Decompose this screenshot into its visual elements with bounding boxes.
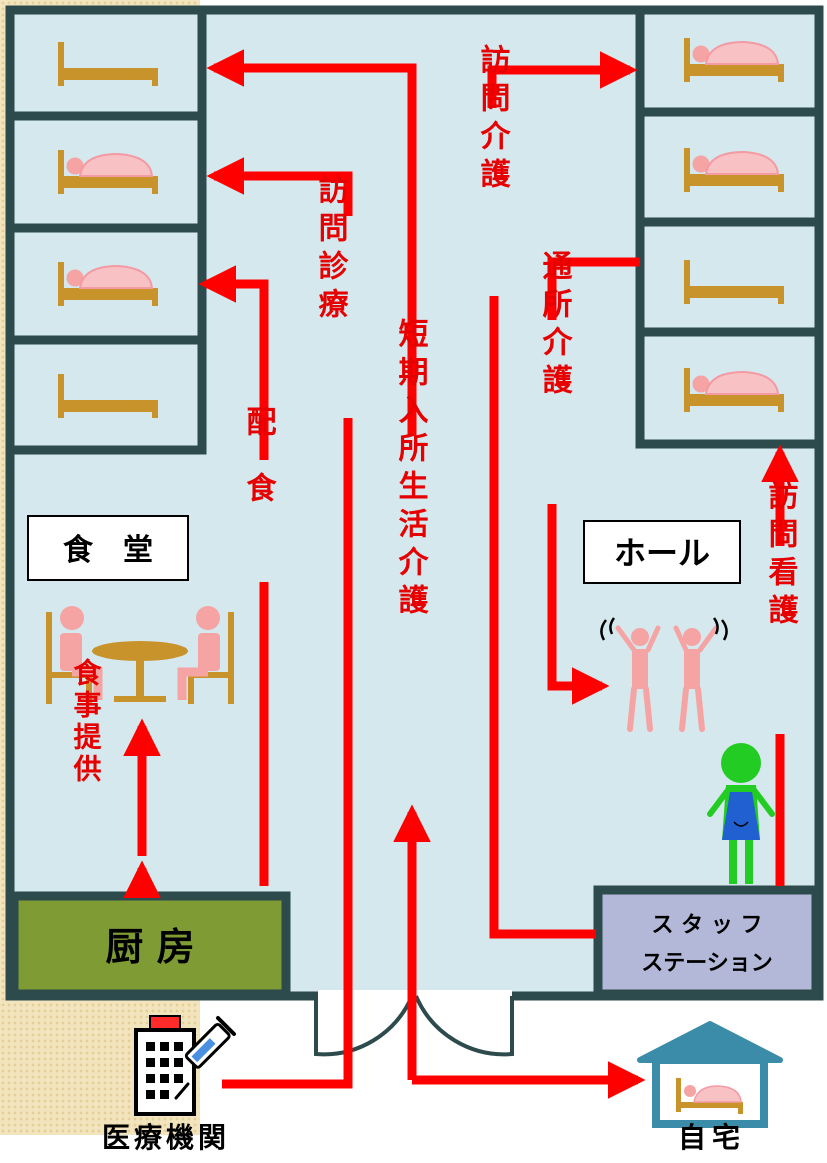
diner-person-left-icon xyxy=(46,606,103,704)
visit-care-arrow-upper xyxy=(487,51,638,108)
staff-station: ス タ ッ フ ステーション xyxy=(593,885,821,999)
diner-person-right-icon xyxy=(177,606,234,704)
syringe-icon xyxy=(174,1016,236,1100)
kitchen-label: 厨 房 xyxy=(105,925,194,969)
left-bedrooms xyxy=(5,5,207,455)
exercising-people-icon xyxy=(600,617,728,729)
hall-sign: ホール xyxy=(583,520,741,584)
dining-room-label: 食 堂 xyxy=(63,533,153,568)
visit-medical-label: 訪問診療 xyxy=(313,173,349,326)
day-care-arrow xyxy=(547,257,640,320)
meal-delivery-arrow-upper xyxy=(198,265,269,460)
staff-station-label-line2: ステーション xyxy=(641,951,773,976)
medical-institution-label: 医療機関 xyxy=(102,1121,230,1154)
meal-service-label: 食事提供 xyxy=(70,657,103,786)
short-stay-arrow-upper xyxy=(206,49,417,436)
hall-label: ホール xyxy=(614,534,710,572)
staff-station-label-line1: ス タ ッ フ xyxy=(652,913,763,938)
day-care-arrow-lower xyxy=(547,504,610,705)
medical-institution-icon xyxy=(134,1015,236,1116)
home-label: 自宅 xyxy=(678,1121,746,1154)
visit-nursing-label: 訪問看護 xyxy=(763,479,799,632)
home-icon xyxy=(637,1021,783,1128)
visit-care-arrow xyxy=(489,296,596,939)
service-labels: 訪問診療 短期入所生活介護 訪問介護 通所介護 訪問看護 配食 食事提供 xyxy=(70,43,799,786)
kitchen: 厨 房 xyxy=(9,891,291,999)
day-care-label: 通所介護 xyxy=(537,250,574,402)
right-bedrooms xyxy=(635,5,824,449)
staff-person-icon xyxy=(707,743,775,884)
visit-care-label: 訪問介護 xyxy=(475,43,512,196)
short-stay-label: 短期入所生活介護 xyxy=(393,318,430,622)
dining-table-icon xyxy=(92,641,188,702)
visit-medical-arrow xyxy=(222,418,353,1089)
dining-room-sign: 食 堂 xyxy=(27,515,189,581)
visit-medical-arrow-upper xyxy=(206,157,353,216)
service-flow-arrows xyxy=(123,49,799,1099)
meal-delivery-label: 配食 xyxy=(241,406,277,538)
